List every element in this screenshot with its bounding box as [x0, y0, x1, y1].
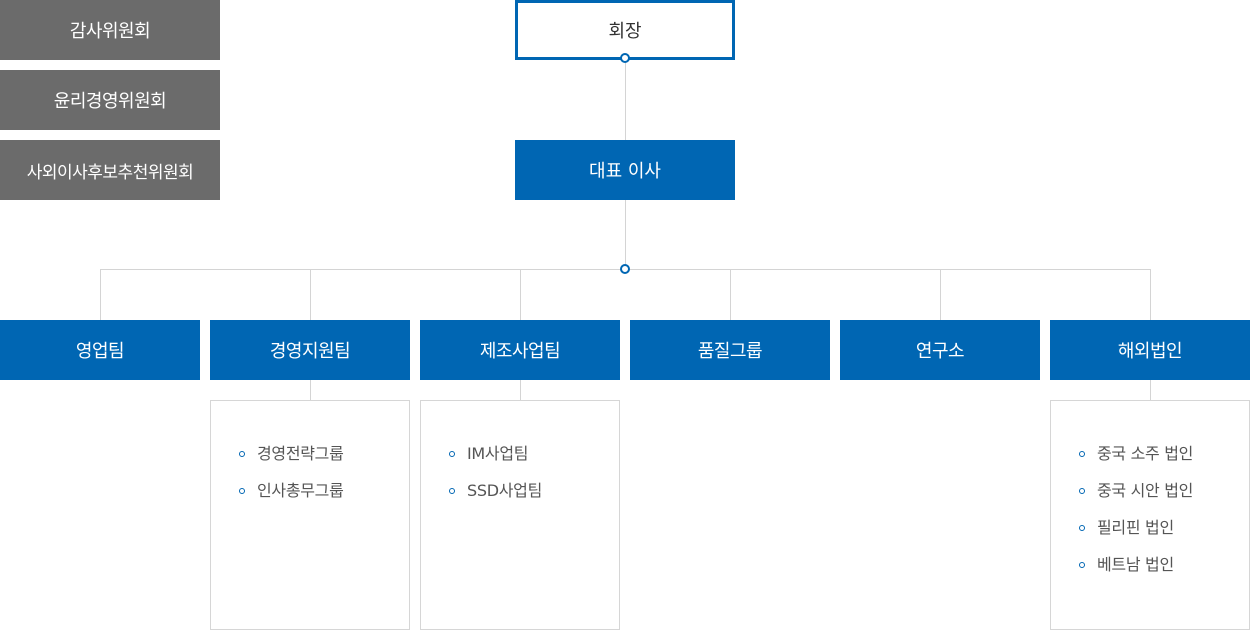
list-item: IM사업팀: [449, 443, 619, 480]
connector-dot-icon: [620, 264, 630, 274]
representative-label: 대표 이사: [589, 161, 661, 182]
connector-ceo-rep: [625, 60, 626, 140]
committee-label: 사외이사후보추천위원회: [26, 162, 194, 183]
bullet-icon: [239, 451, 245, 457]
dept-label: 제조사업팀: [479, 341, 561, 362]
connector-sub-6: [1150, 380, 1151, 400]
committee-label: 윤리경영위원회: [53, 91, 167, 112]
connector-rep-bus: [625, 200, 626, 270]
sub-list-management-support: 경영전략그룹 인사총무그룹: [210, 400, 410, 630]
connector-dept-1: [100, 269, 101, 320]
committee-outside-director-nomination: 사외이사후보추천위원회: [0, 140, 220, 200]
dept-management-support: 경영지원팀: [210, 320, 410, 380]
sub-item-label: 중국 소주 법인: [1097, 444, 1194, 463]
dept-sales: 영업팀: [0, 320, 200, 380]
sub-list-manufacturing: IM사업팀 SSD사업팀: [420, 400, 620, 630]
dept-quality: 품질그룹: [630, 320, 830, 380]
bullet-icon: [1079, 451, 1085, 457]
committee-label: 감사위원회: [69, 21, 151, 42]
sub-item-label: 인사총무그룹: [257, 481, 344, 500]
connector-dept-4: [730, 269, 731, 320]
bullet-icon: [1079, 562, 1085, 568]
sub-item-label: IM사업팀: [467, 444, 529, 463]
list-item: 베트남 법인: [1079, 554, 1249, 591]
sub-item-label: SSD사업팀: [467, 481, 542, 500]
dept-label: 연구소: [915, 341, 965, 362]
list-item: 인사총무그룹: [239, 480, 409, 517]
dept-label: 경영지원팀: [269, 341, 351, 362]
representative-box: 대표 이사: [515, 140, 735, 200]
bullet-icon: [449, 451, 455, 457]
committee-audit: 감사위원회: [0, 0, 220, 60]
list-item: 중국 시안 법인: [1079, 480, 1249, 517]
connector-sub-2: [310, 380, 311, 400]
sub-item-label: 필리핀 법인: [1097, 518, 1174, 537]
connector-dept-3: [520, 269, 521, 320]
dept-label: 영업팀: [75, 341, 125, 362]
sub-item-label: 베트남 법인: [1097, 555, 1174, 574]
list-item: 경영전략그룹: [239, 443, 409, 480]
ceo-label: 회장: [608, 21, 642, 42]
bullet-icon: [1079, 525, 1085, 531]
sub-list-overseas: 중국 소주 법인 중국 시안 법인 필리핀 법인 베트남 법인: [1050, 400, 1250, 630]
connector-dept-2: [310, 269, 311, 320]
bullet-icon: [449, 488, 455, 494]
sub-item-label: 경영전략그룹: [257, 444, 344, 463]
list-item: SSD사업팀: [449, 480, 619, 517]
dept-research: 연구소: [840, 320, 1040, 380]
bullet-icon: [1079, 488, 1085, 494]
list-item: 필리핀 법인: [1079, 517, 1249, 554]
sub-item-label: 중국 시안 법인: [1097, 481, 1194, 500]
connector-sub-3: [520, 380, 521, 400]
committee-ethics: 윤리경영위원회: [0, 70, 220, 130]
connector-dept-5: [940, 269, 941, 320]
dept-label: 품질그룹: [697, 341, 763, 362]
connector-dept-6: [1150, 269, 1151, 320]
dept-manufacturing: 제조사업팀: [420, 320, 620, 380]
ceo-box: 회장: [515, 0, 735, 60]
dept-overseas: 해외법인: [1050, 320, 1250, 380]
bullet-icon: [239, 488, 245, 494]
connector-dot-icon: [620, 53, 630, 63]
list-item: 중국 소주 법인: [1079, 443, 1249, 480]
dept-label: 해외법인: [1117, 341, 1183, 362]
